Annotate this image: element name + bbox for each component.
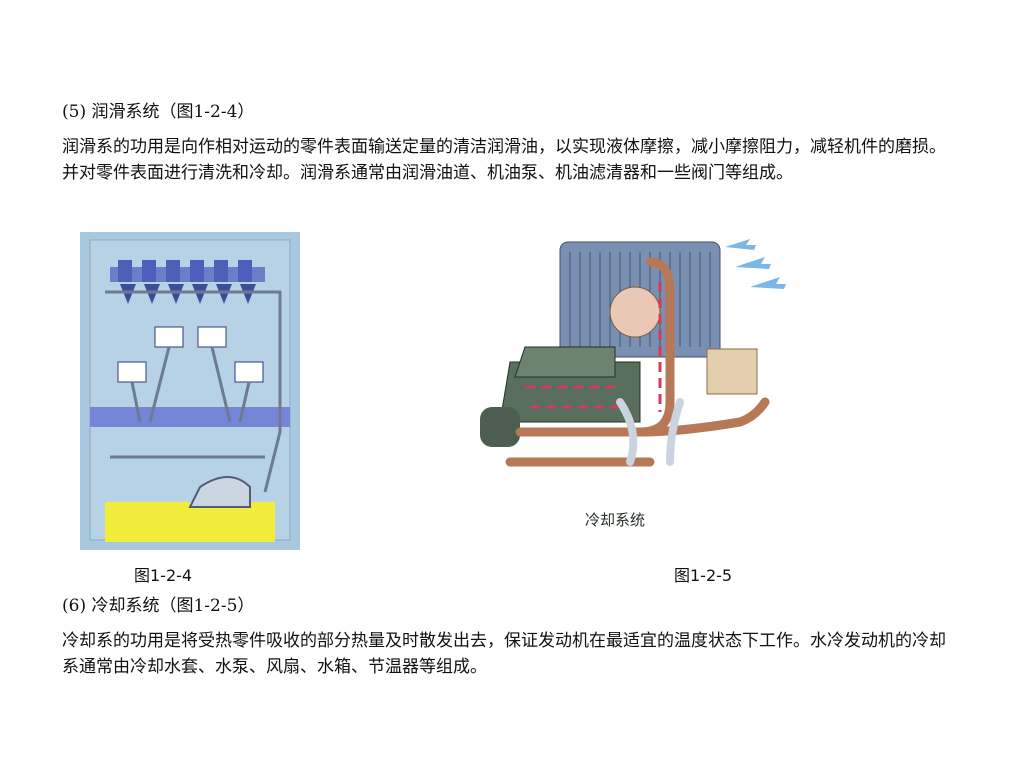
section-6-body: 冷却系的功用是将受热零件吸收的部分热量及时散发出去，保证发动机在最适宜的温度状态… <box>62 631 946 677</box>
cooling-system-label: 冷却系统 <box>585 511 645 529</box>
section-6-heading: (6) 冷却系统（图1-2-5） <box>62 596 255 616</box>
section-5-body: 润滑系的功用是向作相对运动的零件表面输送定量的清洁润滑油，以实现液体摩擦，减小摩… <box>62 137 946 183</box>
figure-1-2-5-caption: 图1-2-5 <box>674 566 733 585</box>
figure-1-2-4-caption: 图1-2-4 <box>134 566 193 585</box>
lubrication-system-figure <box>80 232 300 550</box>
cooling-system-figure: 冷却系统 <box>470 232 810 530</box>
section-5-heading: (5) 润滑系统（图1-2-4） <box>62 102 255 122</box>
